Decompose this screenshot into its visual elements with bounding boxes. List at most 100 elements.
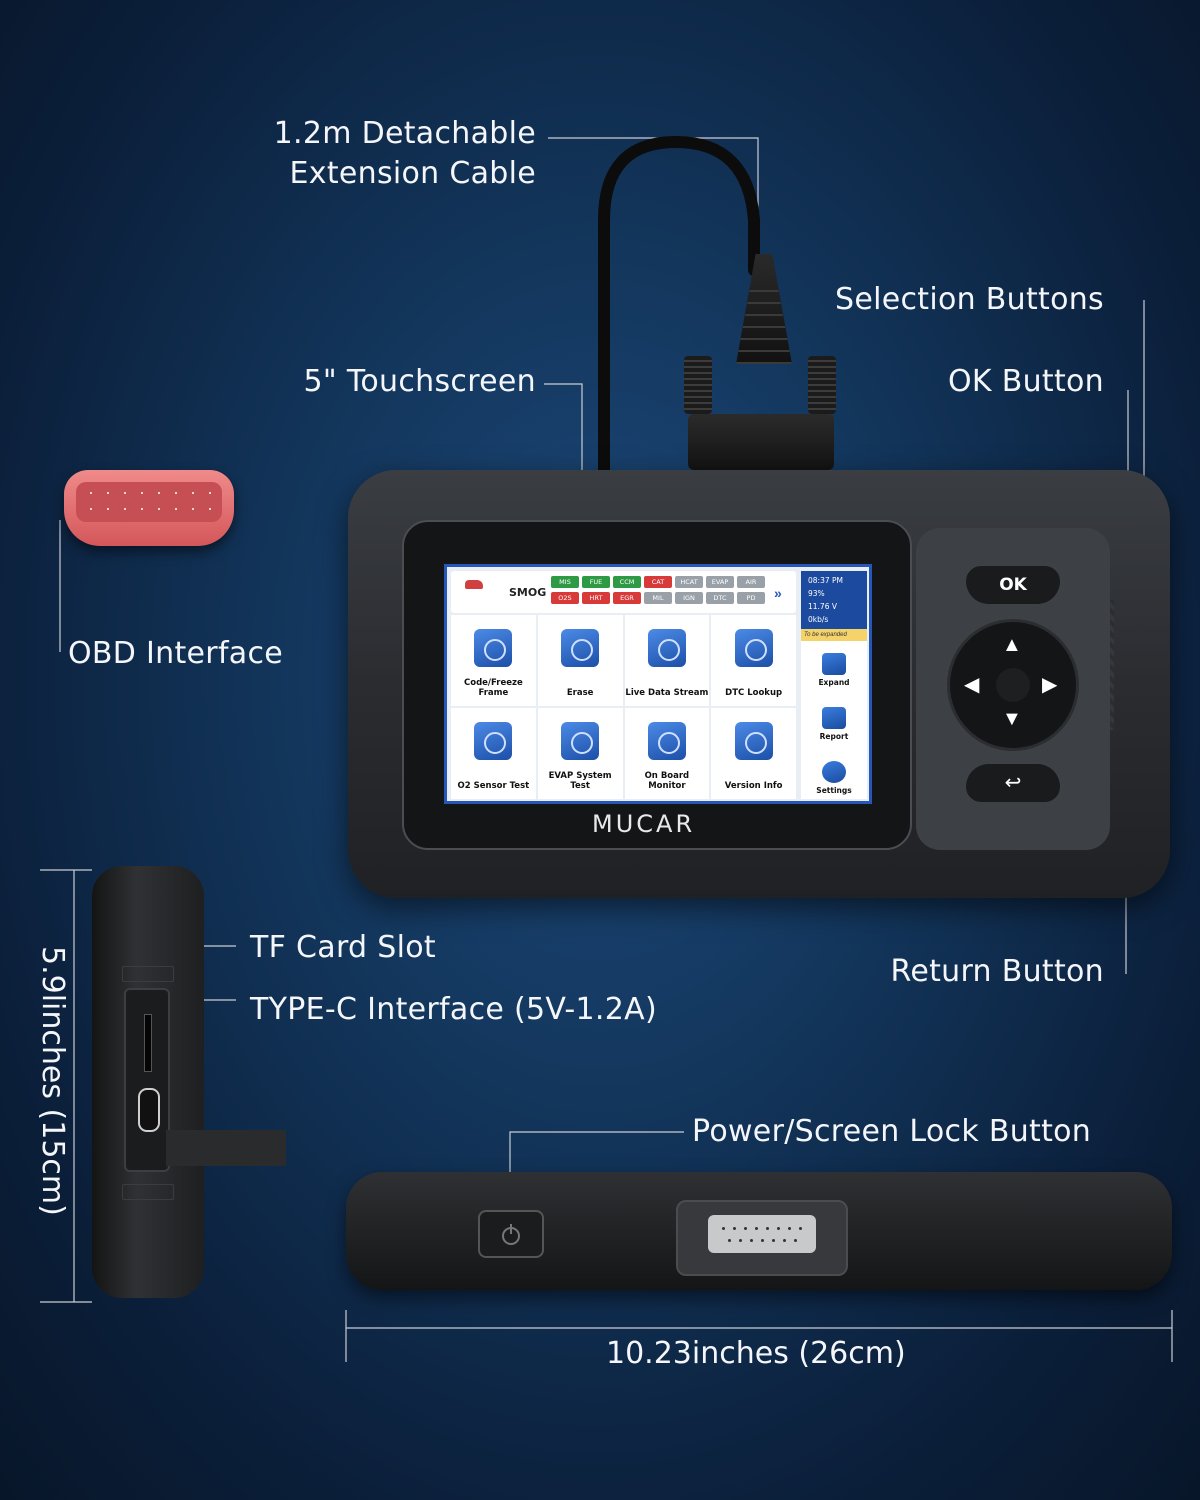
return-button[interactable]: ↩ (966, 764, 1060, 802)
monitor-tag: MIL (644, 592, 672, 604)
return-button-label: Return Button (890, 954, 1104, 989)
obd-pin (175, 492, 177, 494)
type-c-interface-label: TYPE-C Interface (5V-1.2A) (250, 992, 657, 1027)
monitor-tag: O2S (551, 592, 579, 604)
side-item-settings[interactable]: Settings (801, 761, 867, 795)
function-tile[interactable]: On Board Monitor (624, 708, 710, 799)
monitor-tag: HCAT (675, 576, 703, 588)
monitor-tag: EGR (613, 592, 641, 604)
monitor-tag: CCM (613, 576, 641, 588)
expand-note: To be expanded (801, 629, 867, 641)
ok-button-label: OK Button (947, 364, 1104, 399)
arrow-right-icon[interactable]: ▶ (1042, 674, 1058, 696)
function-tile-label: O2 Sensor Test (457, 781, 530, 791)
version-info-icon (734, 722, 773, 760)
gear-icon (822, 761, 846, 783)
obd-pin (107, 508, 109, 510)
power-icon (502, 1224, 520, 1245)
obd-pin (209, 492, 211, 494)
usb-c-port[interactable] (138, 1088, 160, 1132)
dpad-center (996, 668, 1030, 702)
monitor-tag: IGN (675, 592, 703, 604)
obd-pin (124, 508, 126, 510)
db15-pin (783, 1239, 786, 1242)
side-item-label: Report (819, 732, 849, 741)
function-tile[interactable]: O2 Sensor Test (451, 708, 536, 799)
monitor-play-icon (647, 722, 686, 760)
power-button-label: Power/Screen Lock Button (692, 1114, 1092, 1149)
side-item-expand[interactable]: Expand (801, 653, 867, 687)
side-rib-bottom (122, 1184, 174, 1200)
monitor-tag: MIS (551, 576, 579, 588)
monitor-tag: CAT (644, 576, 672, 588)
obd-pin (158, 492, 160, 494)
function-tile-label: On Board Monitor (644, 771, 690, 791)
extension-cable-label-line1: 1.2m Detachable (273, 116, 536, 151)
ok-button[interactable]: OK (966, 566, 1060, 604)
arrow-left-icon[interactable]: ◀ (964, 674, 980, 696)
obd-pin (141, 508, 143, 510)
power-button[interactable] (478, 1210, 544, 1258)
function-tile[interactable]: Erase (537, 615, 623, 706)
function-tile-label: DTC Lookup (725, 688, 783, 698)
obd-pin (90, 492, 92, 494)
db15-pin (750, 1239, 753, 1242)
db15-cable-connector (688, 414, 834, 470)
monitor-tag: FUE (582, 576, 610, 588)
obd-pin (90, 508, 92, 510)
erase-bin-icon (561, 629, 600, 667)
tf-card-slot-label: TF Card Slot (250, 930, 436, 965)
touchscreen-label: 5" Touchscreen (303, 364, 536, 399)
monitor-tag: DTC (706, 592, 734, 604)
status-box: 08:37 PM 93% 11.76 V 0kb/s (801, 571, 867, 629)
report-icon (822, 707, 846, 729)
function-tile-label: Version Info (724, 781, 783, 791)
side-item-report[interactable]: Report (801, 707, 867, 741)
obd-pin (175, 508, 177, 510)
selection-dpad: ▲ ▼ ◀ ▶ (950, 622, 1076, 748)
function-tile[interactable]: Version Info (711, 708, 796, 799)
db15-pin (739, 1239, 742, 1242)
function-tile-label: EVAP System Test (548, 771, 612, 791)
obd-pin-housing (76, 482, 222, 522)
extension-cable-label-line2: Extension Cable (289, 156, 536, 191)
width-dimension: 10.23inches (26cm) (606, 1336, 906, 1371)
cable-tab (166, 1130, 286, 1166)
function-tile[interactable]: Code/Freeze Frame (451, 615, 536, 706)
side-rib-top (122, 966, 174, 982)
function-tile-label: Live Data Stream (625, 688, 709, 698)
obd-pin (192, 508, 194, 510)
db15-pin (772, 1239, 775, 1242)
status-time: 08:37 PM (808, 576, 843, 585)
db15-pin (777, 1227, 780, 1230)
obd-pin (124, 492, 126, 494)
function-tile[interactable]: DTC Lookup (711, 615, 796, 706)
obd-connector (64, 470, 234, 546)
db15-port[interactable] (708, 1215, 816, 1253)
arrow-up-icon[interactable]: ▲ (1002, 634, 1022, 656)
arrow-down-icon[interactable]: ▼ (1002, 708, 1022, 730)
status-network: 0kb/s (808, 615, 829, 624)
dtc-magnifier-icon (474, 629, 513, 667)
smog-label: SMOG (509, 586, 547, 599)
db15-pin (766, 1227, 769, 1230)
function-tile[interactable]: Live Data Stream (624, 615, 710, 706)
double-chevron-right-icon[interactable]: » (774, 585, 782, 601)
obd-pin (107, 492, 109, 494)
db15-pin (794, 1239, 797, 1242)
side-item-label: Settings (816, 786, 852, 795)
db15-pin (728, 1239, 731, 1242)
tf-card-slot[interactable] (144, 1014, 152, 1072)
monitor-tag: HRT (582, 592, 610, 604)
monitor-tag: AIR (737, 576, 765, 588)
db15-pin (733, 1227, 736, 1230)
obd-pin (158, 508, 160, 510)
monitor-tag: PD (737, 592, 765, 604)
status-voltage: 11.76 V (808, 602, 837, 611)
extension-cable (598, 135, 760, 476)
function-tile[interactable]: EVAP System Test (537, 708, 623, 799)
